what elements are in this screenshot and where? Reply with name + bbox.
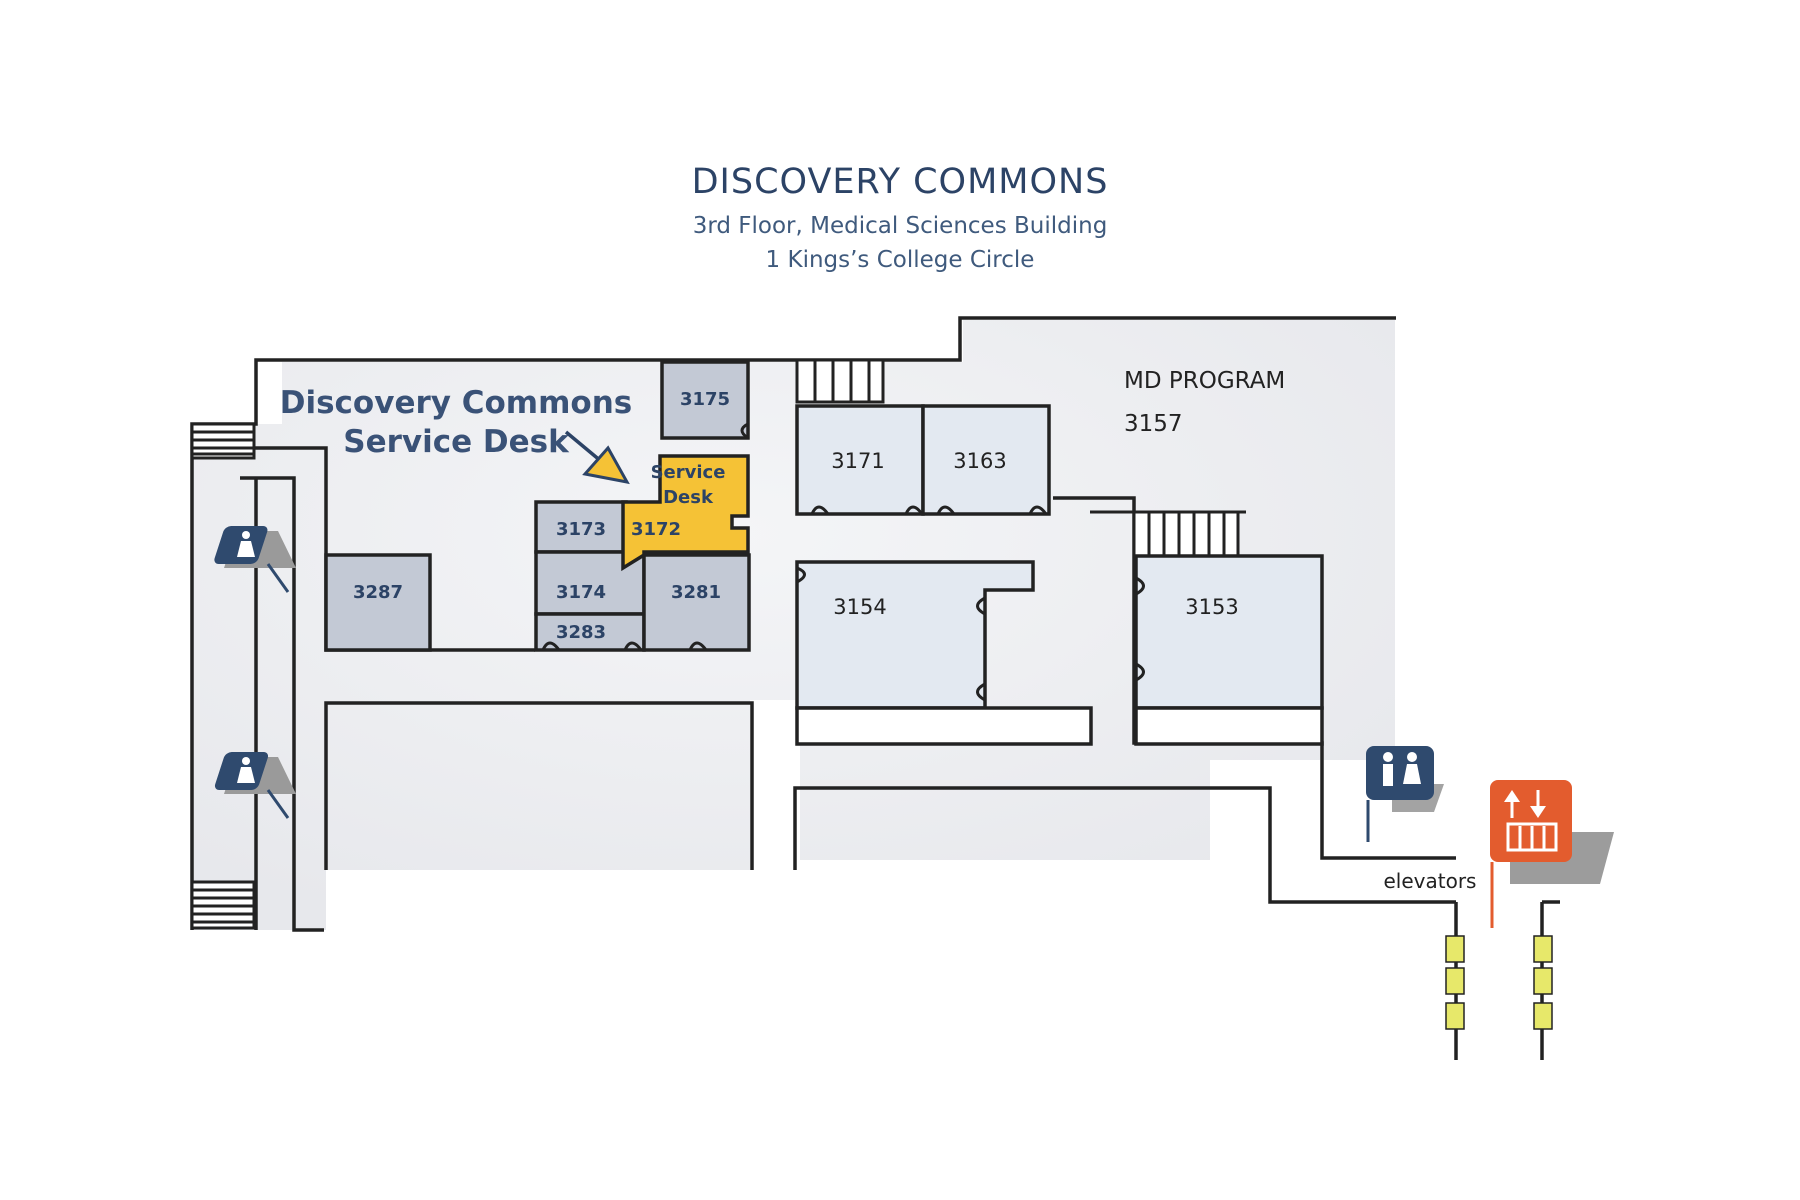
service-desk-label-2: Desk bbox=[663, 487, 714, 508]
map-address: 1 Kings’s College Circle bbox=[765, 247, 1035, 273]
room-3163[interactable]: 3163 bbox=[921, 404, 1051, 516]
room-3174[interactable]: 3174 bbox=[534, 550, 646, 616]
room-label-3173: 3173 bbox=[556, 519, 606, 540]
service-desk-callout: Discovery Commons Service Desk bbox=[280, 385, 632, 485]
stairs-north-west bbox=[190, 422, 256, 460]
all-gender-washroom-icon bbox=[1366, 746, 1444, 842]
room-3173[interactable]: 3173 bbox=[534, 500, 628, 554]
room-label-3174: 3174 bbox=[556, 582, 606, 603]
room-label-3287: 3287 bbox=[353, 582, 403, 603]
room-label-3175: 3175 bbox=[680, 389, 730, 410]
callout-arrow-icon bbox=[564, 430, 630, 485]
room-3175[interactable]: 3175 bbox=[660, 360, 750, 440]
room-3281[interactable]: 3281 bbox=[642, 553, 751, 652]
room-3171[interactable]: 3171 bbox=[795, 404, 925, 516]
room-label-3172: 3172 bbox=[631, 519, 681, 540]
room-3153[interactable]: 3153 bbox=[1134, 554, 1324, 746]
entrance-markers bbox=[1445, 935, 1553, 1030]
room-3287[interactable]: 3287 bbox=[324, 553, 432, 652]
room-label-3171: 3171 bbox=[831, 449, 884, 473]
room-3283[interactable]: 3283 bbox=[534, 612, 646, 652]
room-label-3163: 3163 bbox=[953, 449, 1006, 473]
elevators-label: elevators bbox=[1384, 869, 1477, 893]
callout-line-2: Service Desk bbox=[343, 424, 570, 460]
callout-line-1: Discovery Commons bbox=[280, 385, 632, 421]
womens-washroom-icon bbox=[214, 526, 296, 593]
room-label-3281: 3281 bbox=[671, 582, 721, 603]
room-3172-service-desk[interactable]: Service Desk 3172 bbox=[621, 454, 750, 572]
map-title: DISCOVERY COMMONS bbox=[691, 162, 1109, 202]
room-label-3153: 3153 bbox=[1185, 595, 1238, 619]
service-desk-label-1: Service bbox=[651, 462, 726, 483]
stairs-east bbox=[1090, 510, 1246, 558]
floor-area-west bbox=[192, 320, 1395, 930]
doors bbox=[541, 422, 1145, 702]
map-subtitle: 3rd Floor, Medical Sciences Building bbox=[692, 213, 1108, 239]
program-room: 3157 bbox=[1124, 411, 1183, 437]
stairs-north-central bbox=[795, 358, 885, 404]
room-label-3283: 3283 bbox=[556, 622, 606, 643]
program-name: MD PROGRAM bbox=[1124, 368, 1285, 394]
womens-washroom-icon-2 bbox=[214, 752, 296, 819]
room-3154[interactable]: 3154 bbox=[795, 560, 1093, 746]
elevator-icon bbox=[1490, 780, 1614, 928]
stairs-south-west bbox=[190, 880, 256, 930]
room-label-3154: 3154 bbox=[833, 595, 886, 619]
